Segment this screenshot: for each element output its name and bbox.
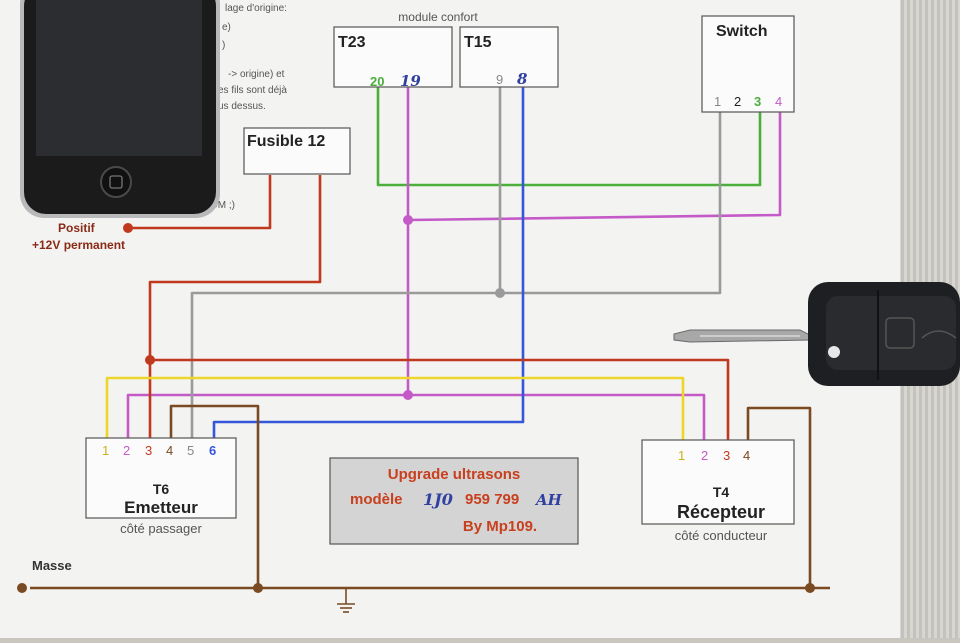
emitter-pin-5: 5 xyxy=(187,443,194,458)
ground-symbol xyxy=(337,603,355,613)
ground-label: Masse xyxy=(32,558,72,573)
receiver-name: Récepteur xyxy=(677,502,765,522)
wire-red-receiver xyxy=(150,358,730,452)
ground-terminal xyxy=(17,583,27,593)
partial-text: es fils sont déjà xyxy=(218,85,287,96)
partial-text: OM ;) xyxy=(210,200,235,211)
t23-pin-19: 19 xyxy=(400,72,421,90)
receiver-ref: T4 xyxy=(713,484,730,500)
release-button-icon xyxy=(828,346,840,358)
t23-pin-20: 20 xyxy=(370,74,384,89)
wire-brown-emitter xyxy=(169,404,260,588)
wire-yellow xyxy=(105,376,685,452)
wire-violet xyxy=(126,80,410,452)
note-line2-suffix: AH xyxy=(534,491,563,509)
junction-dot xyxy=(403,215,413,225)
partial-text: e) xyxy=(222,22,231,33)
module-confort-header: module confort xyxy=(398,10,478,24)
junction-dot xyxy=(495,288,505,298)
receiver-side: côté conducteur xyxy=(675,528,768,543)
home-button-icon xyxy=(100,166,132,198)
partial-text: lage d'origine: xyxy=(225,3,287,14)
receiver-pin-1: 1 xyxy=(678,448,685,463)
wire-red xyxy=(148,175,322,452)
emitter-name: Emetteur xyxy=(124,498,198,517)
note-line2-hand: 1J0 xyxy=(423,490,453,509)
fuse-box xyxy=(243,127,351,175)
note-line2-prefix: modèle xyxy=(350,491,403,508)
wire-blue xyxy=(212,80,525,452)
note-line1: Upgrade ultrasons xyxy=(388,466,521,483)
t15-box xyxy=(459,26,559,88)
fuse-label: Fusible 12 xyxy=(247,133,325,150)
t23-label: T23 xyxy=(338,34,366,51)
note-line3: By Mp109. xyxy=(463,518,537,535)
emitter-pin-4: 4 xyxy=(166,443,173,458)
phone-screen xyxy=(36,0,202,156)
lock-icon xyxy=(885,317,915,349)
emitter-ref: T6 xyxy=(153,481,170,497)
emitter-pin-1: 1 xyxy=(102,443,109,458)
receiver-box xyxy=(641,439,795,525)
switch-pin-2: 2 xyxy=(734,94,741,109)
t15-pin-8: 8 xyxy=(517,70,528,88)
emitter-box xyxy=(85,437,237,519)
junction-dot xyxy=(253,583,263,593)
emitter-pin-2: 2 xyxy=(123,443,130,458)
note-box xyxy=(329,457,579,545)
wire-violet-receiver xyxy=(408,393,706,452)
switch-label: Switch xyxy=(716,23,768,40)
t15-pin-9: 9 xyxy=(496,72,503,87)
switch-pin-4: 4 xyxy=(775,94,782,109)
smartphone xyxy=(20,0,220,218)
note-line2-number: 959 799 xyxy=(465,491,519,508)
partial-text: us dessus. xyxy=(218,101,266,112)
trunk-icon xyxy=(921,330,957,339)
emitter-pin-6: 6 xyxy=(209,443,216,458)
wire-violet-branch xyxy=(407,112,782,222)
emitter-pin-3: 3 xyxy=(145,443,152,458)
t15-label: T15 xyxy=(464,34,492,51)
junction-dot xyxy=(123,223,133,233)
t23-box xyxy=(333,26,453,88)
emitter-side: côté passager xyxy=(120,521,202,536)
partial-text: ) xyxy=(222,40,225,51)
receiver-pin-2: 2 xyxy=(701,448,708,463)
receiver-pin-3: 3 xyxy=(723,448,730,463)
partial-text: -> origine) et xyxy=(228,69,285,80)
wire-brown-receiver xyxy=(746,406,812,588)
junction-dot xyxy=(403,390,413,400)
switch-pin-3: 3 xyxy=(754,94,761,109)
positive-desc: +12V permanent xyxy=(32,238,125,252)
switch-box xyxy=(701,15,795,113)
wire-red-positive xyxy=(128,175,272,230)
junction-dot xyxy=(805,583,815,593)
switch-pin-1: 1 xyxy=(714,94,721,109)
positive-label: Positif xyxy=(58,221,96,235)
wire-green xyxy=(376,80,762,187)
junction-dot xyxy=(145,355,155,365)
wire-grey-switch xyxy=(190,112,722,452)
car-key xyxy=(673,282,960,386)
receiver-pin-4: 4 xyxy=(743,448,750,463)
